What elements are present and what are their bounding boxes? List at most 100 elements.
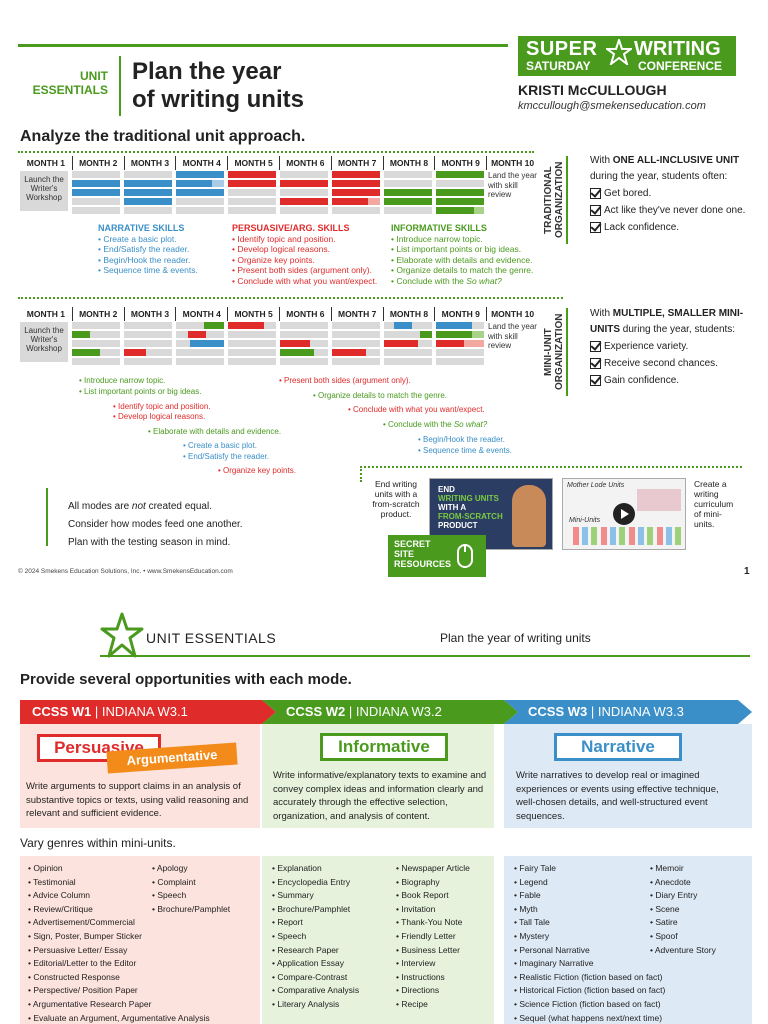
informative-skills: INFORMATIVE SKILLS • Introduce narrow to…	[391, 223, 534, 286]
note: • Identify topic and position.	[113, 402, 211, 411]
note: • End/Satisfy the reader.	[183, 452, 269, 461]
mini-unit-summary: With MULTIPLE, SMALLER MINI-UNITS during…	[590, 306, 750, 389]
ccss-w1-arrow: CCSS W1 | INDIANA W3.1	[20, 700, 276, 724]
unit-essentials-label: UNIT ESSENTIALS	[32, 69, 108, 97]
genre-item: • Satire	[650, 917, 678, 928]
promo-right-text: Create a writing curriculum of mini-unit…	[694, 479, 734, 529]
month-label: MONTH 9	[434, 307, 486, 321]
secret-site-resources-button[interactable]: SECRET SITE RESOURCES	[388, 535, 486, 577]
checklist-item: Gain confidence.	[590, 372, 750, 389]
mini-unit-grid: Launch the Writer's Workshop	[20, 322, 538, 372]
genre-item: • Business Letter	[396, 944, 460, 955]
month-label: MONTH 9	[434, 156, 486, 170]
genre-item: • Imaginary Narrative	[514, 958, 594, 969]
checkbox-icon	[590, 222, 601, 233]
note: • Organize key points.	[218, 466, 296, 475]
month-label: MONTH 2	[71, 156, 124, 170]
genre-item: • Speech	[152, 890, 187, 901]
land-cell: Land the year with skill review	[488, 171, 537, 199]
grid-cell	[436, 171, 484, 221]
traditional-grid: Launch the Writer's Workshop	[20, 171, 538, 221]
genre-item: • Mystery	[514, 930, 550, 941]
persuasive-skills: PERSUASIVE/ARG. SKILLS • Identify topic …	[232, 223, 378, 286]
genre-item: • Anecdote	[650, 876, 691, 887]
genre-item: • Scene	[650, 903, 680, 914]
star-logo-icon	[100, 612, 144, 658]
genre-list: • Opinion • Testimonial • Advice Column • R…	[28, 862, 210, 1024]
genre-item: • Sequel (what happens next/next time)	[514, 1012, 663, 1023]
genre-item: • Opinion	[28, 863, 63, 873]
top-rule	[18, 44, 508, 47]
dotted-divider	[18, 151, 534, 153]
note: • Conclude with the So what?	[383, 420, 488, 429]
genre-item: • Advice Column	[28, 890, 91, 901]
grid-cell	[228, 322, 276, 372]
play-icon[interactable]	[613, 503, 635, 525]
checkbox-icon	[590, 188, 601, 199]
genre-item: • Fable	[514, 890, 541, 901]
grid-cell	[176, 322, 224, 372]
page2-section-title: Provide several opportunities with each …	[20, 671, 352, 688]
checklist-item: Lack confidence.	[590, 219, 750, 236]
ccss-w2-arrow: CCSS W2 | INDIANA W3.2	[262, 700, 518, 724]
genre-item: • Persuasive Letter/ Essay	[28, 944, 128, 955]
grid-cell	[72, 171, 120, 221]
genre-item: • Argumentative Research Paper	[28, 998, 152, 1009]
conference-logo: SUPER SATURDAY WRITING CONFERENCE	[518, 36, 736, 76]
launch-cell: Launch the Writer's Workshop	[20, 322, 68, 362]
month-label: MONTH 6	[278, 156, 331, 170]
month-label: MONTH 2	[71, 307, 124, 321]
genre-item: • Realistic Fiction (fiction based on fa…	[514, 971, 663, 982]
presenter-image	[512, 485, 546, 547]
bottom-bracket	[46, 488, 54, 546]
month-label: MONTH 3	[123, 156, 176, 170]
dotted-connector	[360, 466, 362, 482]
note: • Develop logical reasons.	[113, 412, 206, 421]
land-cell: Land the year with skill review	[488, 322, 537, 350]
mouse-icon	[457, 544, 473, 568]
note: • Conclude with what you want/expect.	[348, 405, 485, 414]
genre-item: • Review/Critique	[28, 903, 93, 914]
page-title: Plan the year of writing units	[132, 58, 304, 113]
month-label: MONTH 8	[382, 156, 435, 170]
genre-item: • Legend	[514, 876, 548, 887]
grid-cell	[280, 171, 328, 221]
genre-item: • Testimonial	[28, 876, 76, 887]
page2-heading: UNIT ESSENTIALS	[146, 630, 277, 646]
checkbox-icon	[590, 205, 601, 216]
grid-cell	[436, 322, 484, 372]
checklist-item: Experience variety.	[590, 338, 750, 355]
genre-item: • Fairy Tale	[514, 863, 557, 873]
note: • Organize details to match the genre.	[313, 391, 447, 400]
vary-genres-heading: Vary genres within mini-units.	[20, 836, 176, 850]
title-divider	[119, 56, 121, 116]
genre-list: • Memoir• Anecdote• Diary Entry• Scene• …	[650, 862, 716, 957]
genre-item: • Advertisement/Commercial	[28, 917, 135, 928]
genre-item: • Spoof	[650, 930, 678, 941]
narrative-description: Write narratives to develop real or imag…	[516, 770, 719, 822]
note: • Sequence time & events.	[418, 446, 512, 455]
video-thumbnail-end-units[interactable]: END WRITING UNITS WITH A FROM-SCRATCH PR…	[429, 478, 553, 550]
month-label: MONTH 7	[330, 307, 383, 321]
genre-item: • Friendly Letter	[396, 930, 456, 941]
genre-item: • Biography	[396, 876, 440, 887]
genre-item: • Speech	[272, 930, 307, 941]
promo-left-text: End writing units with a from-scratch pr…	[372, 479, 420, 519]
month-label: MONTH 5	[227, 307, 279, 321]
genre-item: • Sign, Poster, Bumper Sticker	[28, 930, 142, 941]
video-thumbnail-mini-units[interactable]: Mother Lode Units Mini-Units	[562, 478, 686, 550]
month-label: MONTH 6	[278, 307, 331, 321]
checklist-item: Receive second chances.	[590, 355, 750, 372]
month-label: MONTH 5	[227, 156, 279, 170]
month-label: MONTH 4	[175, 156, 227, 170]
author-email[interactable]: kmccullough@smekenseducation.com	[518, 100, 706, 112]
genre-item: • Invitation	[396, 903, 436, 914]
side-label-mini-unit: MINI-UNIT ORGANIZATION	[543, 313, 565, 391]
genre-item: • Interview	[396, 958, 436, 969]
informative-genres	[262, 856, 494, 1024]
side-divider	[566, 156, 568, 244]
genre-item: • Editorial/Letter to the Editor	[28, 958, 137, 969]
genre-item: • Directions	[396, 985, 440, 996]
bottom-notes: All modes are not created equal. Conside…	[68, 501, 243, 548]
